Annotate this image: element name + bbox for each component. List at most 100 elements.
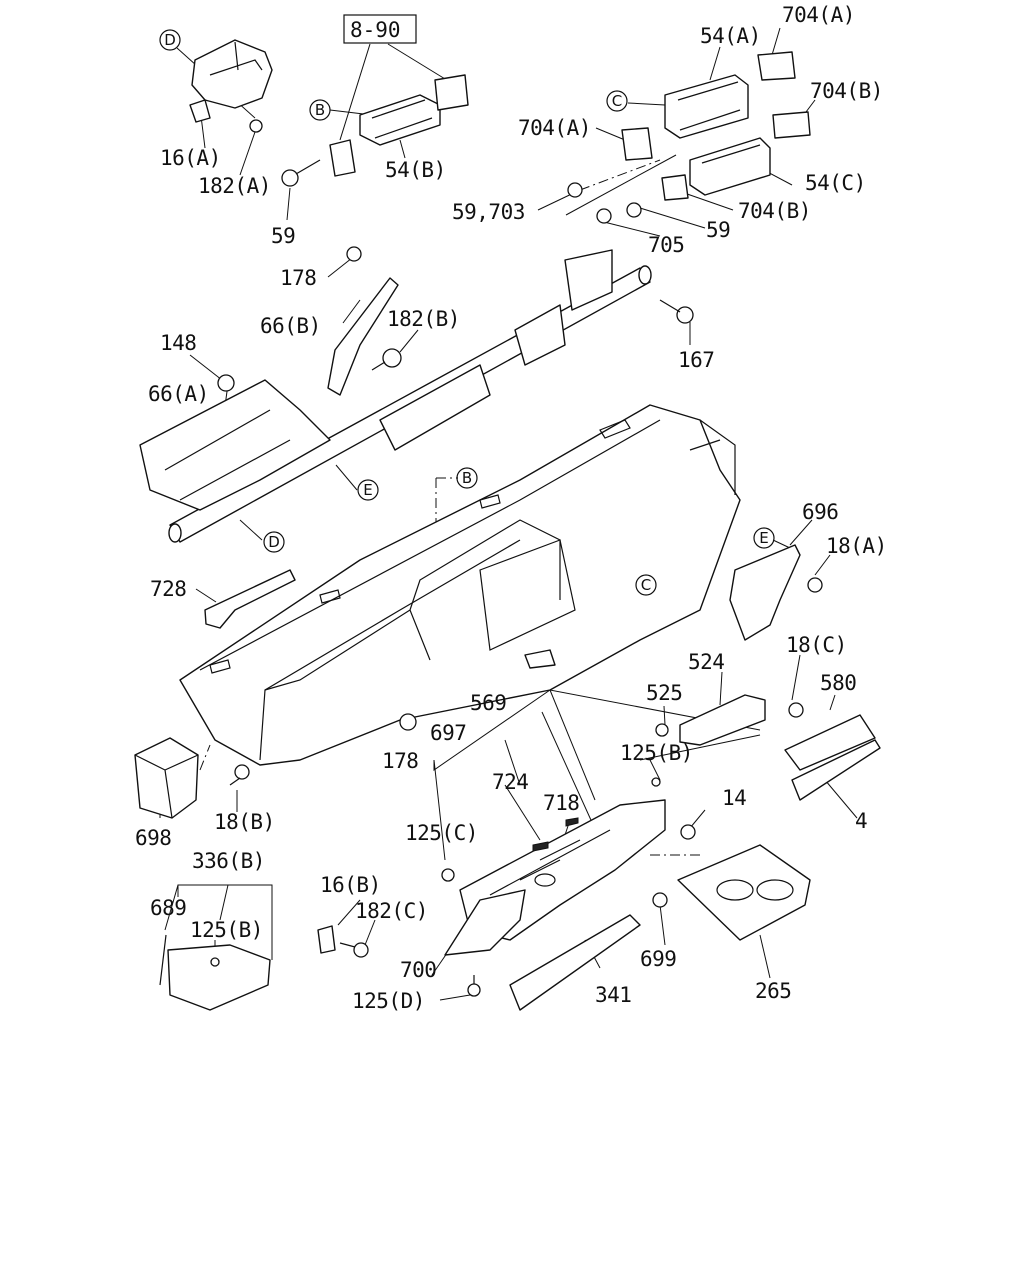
label-16a: 16(A) [160,146,221,170]
label-148: 148 [160,331,196,355]
label-698: 698 [135,826,171,850]
label-125b-low: 125(B) [190,918,263,942]
bracket-16b-part [317,925,336,954]
instrument-panel-part [179,404,741,766]
screw-125b-mid-part [651,777,661,787]
svg-text:D: D [268,533,280,551]
label-704b-top: 704(B) [810,79,883,103]
label-689: 689 [150,896,186,920]
bracket-704b-mid-part [661,174,689,201]
label-341: 341 [595,983,631,1007]
screw-18b-part [234,764,250,780]
bracket-mid-part [329,139,356,177]
panel-336b-part [167,944,271,1011]
clip-718-part [565,817,579,827]
beam-bracket-66b-part [327,277,399,396]
label-54a: 54(A) [700,24,761,48]
label-125c: 125(C) [405,821,478,845]
label-525: 525 [646,681,682,705]
switch-panel-580-part [784,714,876,771]
callout-circles: D B C E D B C E [159,29,775,596]
svg-text:B: B [462,469,472,487]
svg-text:D: D [164,31,176,49]
label-167: 167 [678,348,714,372]
callout-b-top: B [309,99,331,121]
label-182b: 182(B) [387,307,460,331]
screw-125b-low-part [210,957,220,967]
svg-text:C: C [612,92,622,110]
label-580: 580 [820,671,856,695]
screw-18c-part [788,702,804,718]
label-54c: 54(C) [805,171,866,195]
lid-341-part [509,914,641,1011]
liner-700-part [444,889,526,956]
beam-clip-right-part [514,304,566,366]
label-178-top: 178 [280,266,316,290]
label-704a-top: 704(A) [782,3,855,27]
beam-bracket-66a-part [139,379,331,511]
upper-left-cover-part [191,39,273,109]
bracket-728-part [204,569,296,629]
screw-699-part [652,892,668,908]
label-569: 569 [470,691,506,715]
callout-d-top: D [159,29,181,51]
label-66b: 66(B) [260,314,321,338]
bracket-696-part [729,544,801,641]
label-54b: 54(B) [385,158,446,182]
label-59-right: 59 [706,218,730,242]
label-705: 705 [648,233,684,257]
bolt-167-part [676,306,694,324]
label-59-703: 59,703 [452,200,525,224]
screw-14-part [680,824,696,840]
clip-569-part [524,649,556,669]
label-125b-mid: 125(B) [620,741,693,765]
callout-e-right: E [753,527,775,549]
bracket-top-part [434,74,469,111]
screw-705-part [596,208,612,224]
label-699: 699 [640,947,676,971]
screw-18a-part [807,577,823,593]
bracket-16a-part [189,99,211,123]
part-shapes [134,39,881,1011]
bracket-704b-top-part [772,111,811,139]
screw-182c-part [353,942,369,958]
label-14: 14 [722,786,746,810]
clip-125d-part [467,983,481,997]
svg-text:E: E [363,481,372,499]
svg-text:8-90: 8-90 [350,18,401,42]
label-18a: 18(A) [826,534,887,558]
label-704b-mid: 704(B) [738,199,811,223]
svg-text:E: E [759,529,768,547]
label-697: 697 [430,721,466,745]
label-182c: 182(C) [355,899,428,923]
panel-524-part [679,694,766,746]
callout-e-beam: E [357,479,379,501]
callout-c-top: C [606,90,628,112]
label-265: 265 [755,979,791,1003]
pocket-54b-part [359,94,441,146]
callout-c-panel: C [635,574,657,596]
reference-box-8-90: 8-90 [343,14,417,44]
label-18c: 18(C) [786,633,847,657]
bolt-182b-part [382,348,402,368]
label-336b: 336(B) [192,849,265,873]
screw-59703-part [567,182,583,198]
beam-clip-top-part [564,249,613,311]
label-178-bottom: 178 [382,749,418,773]
label-728: 728 [150,577,186,601]
pocket-54c-part [689,137,771,196]
bracket-704a-top-part [757,51,796,81]
nut-178-top-part [346,246,362,262]
callout-b-panel: B [456,467,478,489]
label-718: 718 [543,791,579,815]
svg-text:C: C [641,576,651,594]
clip-724-part [532,841,549,852]
label-724: 724 [492,770,528,794]
label-4: 4 [855,809,867,833]
beam-clip-mid-part [379,364,491,451]
label-18b: 18(B) [214,810,275,834]
label-66a: 66(A) [148,382,209,406]
bracket-704a-mid-part [621,127,653,161]
